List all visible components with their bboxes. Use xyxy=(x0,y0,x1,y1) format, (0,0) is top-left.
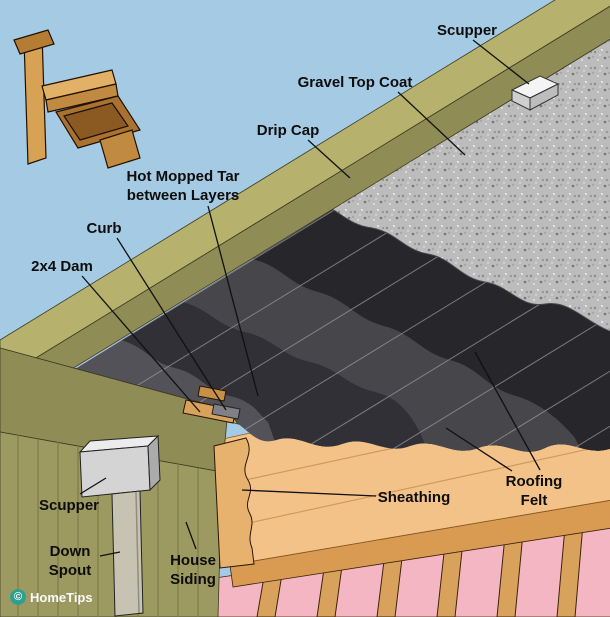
copyright-icon: © xyxy=(10,589,26,605)
label-gravel-top-coat: Gravel Top Coat xyxy=(297,74,413,91)
label-2x4-dam: 2x4 Dam xyxy=(31,258,93,275)
leader-scupper-left xyxy=(79,477,107,495)
leader-down-spout xyxy=(99,551,121,557)
watermark-text: HomeTips xyxy=(30,589,93,605)
leader-lines xyxy=(79,39,541,557)
wall-scupper xyxy=(78,434,161,498)
curb-and-dam-detail xyxy=(182,385,241,424)
label-drip-cap: Drip Cap xyxy=(256,122,320,139)
label-roofing-felt: Roofing Felt xyxy=(505,473,563,510)
roof-scupper-box xyxy=(510,75,560,111)
label-scupper-left: Scupper xyxy=(38,497,100,514)
leader-roofing-felt-2 xyxy=(474,351,541,471)
leader-curb xyxy=(116,237,227,411)
label-house-siding: House Siding xyxy=(170,552,216,589)
downspout-pipe xyxy=(111,490,144,617)
fascia-cut-face xyxy=(213,437,255,569)
far-parapet-band xyxy=(0,0,610,414)
label-hot-mopped-tar: Hot Mopped Tar between Layers xyxy=(126,168,240,205)
leader-hot-tar xyxy=(207,205,259,397)
leader-roofing-felt-1 xyxy=(445,427,513,472)
framing-insulation-area xyxy=(214,519,610,617)
leader-scupper-top xyxy=(472,39,530,85)
label-scupper-top: Scupper xyxy=(436,22,498,39)
leader-house-siding xyxy=(185,521,197,550)
watermark: © HomeTips xyxy=(10,589,93,605)
leader-sheathing xyxy=(241,489,377,497)
leader-drip-cap xyxy=(307,139,351,179)
leader-dam xyxy=(81,275,201,413)
label-curb: Curb xyxy=(86,220,122,237)
label-down-spout: Down Spout xyxy=(48,543,92,580)
gravel-top-coat-area xyxy=(331,38,610,332)
label-sheathing: Sheathing xyxy=(377,489,451,506)
scupper-detail-inset xyxy=(13,29,141,169)
leader-gravel xyxy=(397,91,466,156)
